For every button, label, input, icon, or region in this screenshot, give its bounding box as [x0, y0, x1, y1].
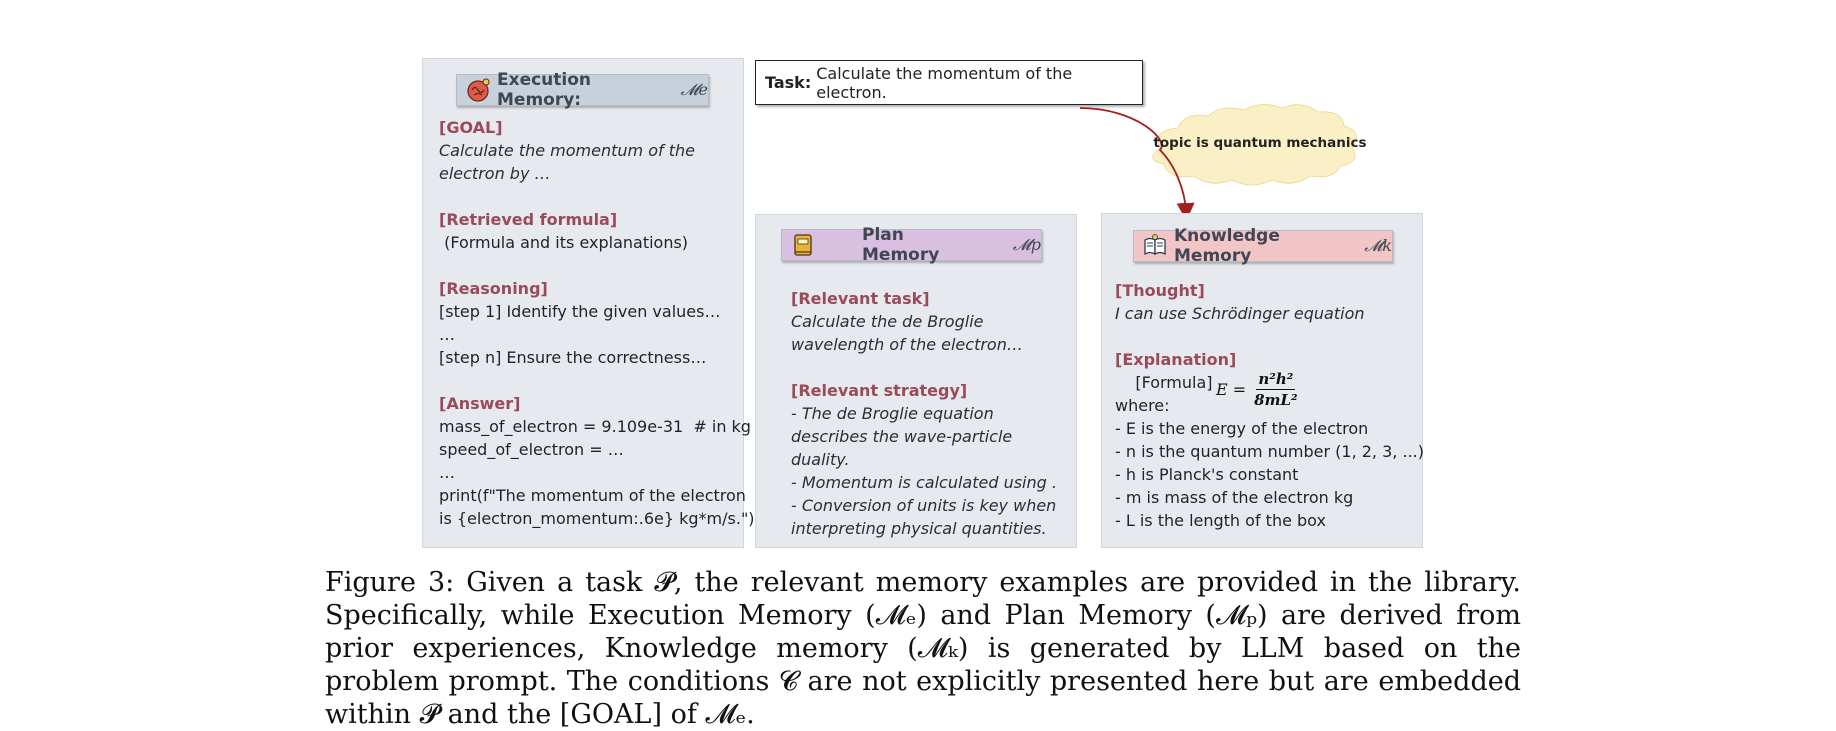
text-line: [step n] Ensure the correctness…	[439, 348, 707, 367]
section-heading: [Relevant task]	[791, 289, 930, 308]
book-icon	[794, 234, 812, 256]
formula-lhs: E =	[1216, 380, 1247, 399]
spacer	[439, 254, 739, 277]
section-heading: [GOAL]	[439, 118, 503, 137]
text-line: I can use Schrödinger equation	[1115, 304, 1365, 323]
knowledge-memory-content: [Thought] I can use Schrödinger equation […	[1115, 279, 1424, 532]
section-heading: [Relevant strategy]	[791, 381, 968, 400]
formula-fraction: n²h² 8mL²	[1254, 370, 1297, 409]
formula-numerator: n²h²	[1256, 370, 1296, 390]
plan-memory-panel: Plan Memory 𝓜p [Relevant task] Calculate …	[755, 214, 1077, 548]
cloud-text: topic is quantum mechanics	[1153, 135, 1367, 151]
formula-denominator: 8mL²	[1254, 391, 1298, 409]
text-line: print(f"The momentum of the electron	[439, 486, 746, 505]
figure-caption: Figure 3: Given a task 𝓟, the relevant m…	[325, 567, 1521, 730]
section-heading: [Retrieved formula]	[439, 210, 618, 229]
text-line: electron by …	[439, 164, 551, 183]
execution-memory-content: [GOAL] Calculate the momentum of the elect…	[439, 116, 755, 530]
text-line: wavelength of the electron…	[791, 335, 1023, 354]
plan-memory-content: [Relevant task] Calculate the de Broglie w…	[791, 287, 1071, 540]
knowledge-memory-symbol: 𝓜k	[1364, 236, 1392, 255]
section-heading: [Explanation]	[1115, 350, 1237, 369]
text-line: …	[439, 463, 455, 482]
text-line: - L is the length of the box	[1115, 511, 1326, 530]
text-line: [step 1] Identify the given values…	[439, 302, 721, 321]
knowledge-memory-title: Knowledge Memory 𝓜k	[1133, 226, 1393, 266]
text-line: - h is Planck's constant	[1115, 465, 1299, 484]
open-book-icon	[1144, 234, 1166, 256]
text-line: Calculate the de Broglie	[791, 312, 984, 331]
text-line: speed_of_electron = …	[439, 440, 624, 459]
execution-memory-title: Execution Memory: 𝓜e	[456, 70, 709, 110]
text-line: (Formula and its explanations)	[439, 233, 689, 252]
section-heading: [Reasoning]	[439, 279, 548, 298]
text-line: - Momentum is calculated using .	[791, 473, 1057, 492]
text-line: - m is mass of the electron kg	[1115, 488, 1354, 507]
text-line: interpreting physical quantities.	[791, 519, 1047, 538]
text-line: describes the wave-particle duality.	[791, 427, 1013, 469]
task-box: Task: Calculate the momentum of the elec…	[755, 60, 1143, 105]
text-line: - n is the quantum number (1, 2, 3, ...)	[1115, 442, 1424, 461]
energy-formula: E = n²h² 8mL²	[1216, 370, 1298, 409]
spacer	[439, 369, 739, 392]
spacer	[1115, 325, 1420, 348]
text-line: - E is the energy of the electron	[1115, 419, 1369, 438]
text-line: - The de Broglie equation	[791, 404, 994, 423]
text-line: …	[439, 325, 455, 344]
knowledge-memory-panel: Knowledge Memory 𝓜k [Thought] I can use S…	[1101, 213, 1424, 548]
text-line: - Conversion of units is key when	[791, 496, 1057, 515]
section-heading: [Answer]	[439, 394, 521, 413]
text-line: where:	[1115, 396, 1170, 415]
plan-memory-title: Plan Memory 𝓜p	[781, 225, 1042, 265]
text-line: is {electron_momentum:.6e} kg*m/s.")	[439, 509, 755, 528]
plan-memory-symbol: 𝓜p	[1012, 235, 1041, 254]
text-line: [Formula]	[1115, 373, 1213, 392]
execution-memory-symbol: 𝓜e	[680, 80, 708, 99]
brain-icon	[467, 78, 490, 102]
spacer	[791, 356, 1071, 379]
figure: Execution Memory: 𝓜e [GOAL] Calculate the…	[422, 58, 1424, 548]
section-heading: [Thought]	[1115, 281, 1205, 300]
arrow-task-to-knowledge	[1079, 107, 1195, 221]
knowledge-memory-title-text: Knowledge Memory	[1174, 226, 1280, 266]
text-line: Calculate the momentum of the	[439, 141, 695, 160]
spacer	[439, 185, 739, 208]
text-line: mass_of_electron = 9.109e-31 # in kg	[439, 417, 751, 436]
execution-memory-title-text: Execution Memory:	[497, 70, 592, 110]
plan-memory-title-text: Plan Memory	[862, 225, 940, 265]
execution-memory-panel: Execution Memory: 𝓜e [GOAL] Calculate the…	[422, 58, 755, 548]
task-label: Task:	[765, 73, 812, 92]
task-text: Calculate the momentum of the electron.	[816, 63, 1073, 102]
